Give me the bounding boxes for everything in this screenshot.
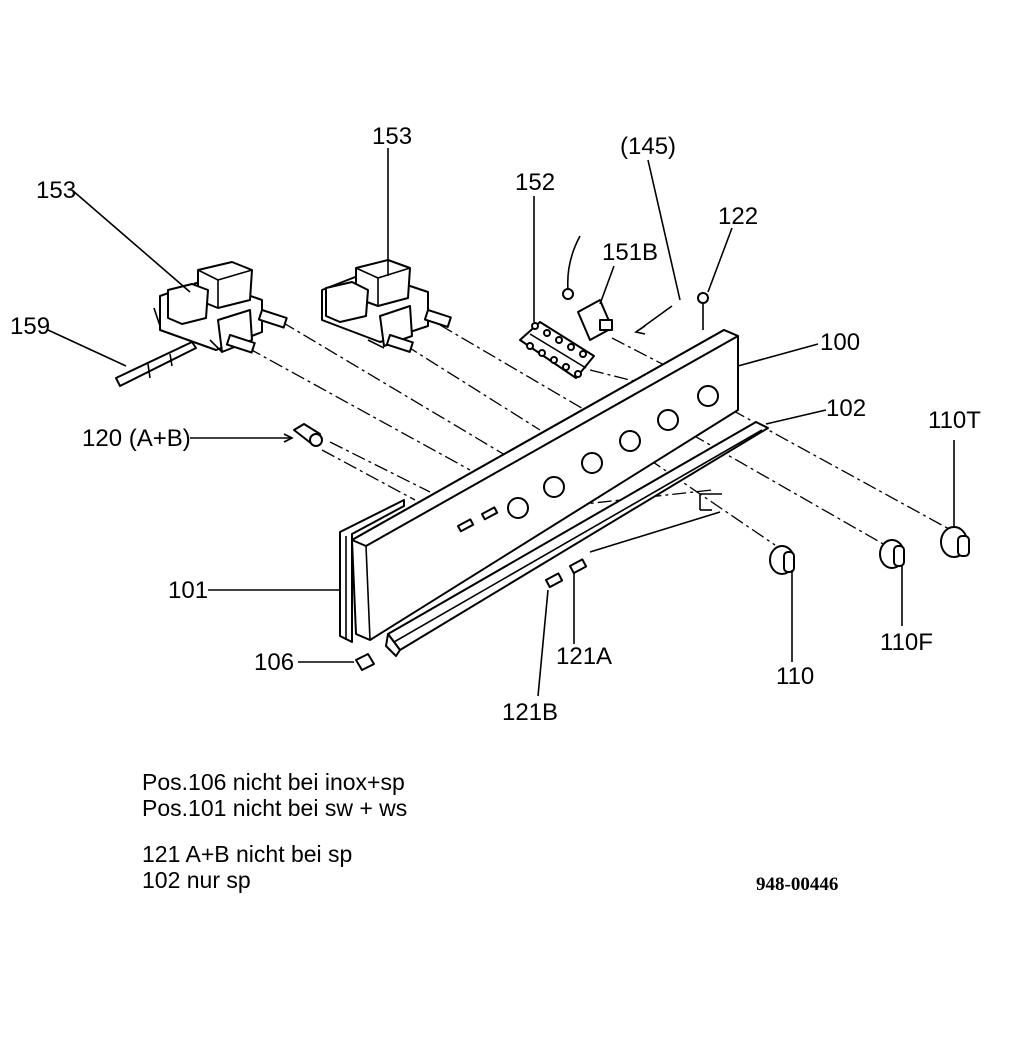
label-159: 159: [10, 313, 50, 340]
label-106: 106: [254, 649, 294, 676]
label-152: 152: [515, 169, 555, 196]
label-110f: 110F: [880, 629, 933, 656]
leader-lines: [47, 148, 955, 697]
screw-122: [697, 292, 709, 330]
drawing-number: 948-00446: [756, 874, 838, 895]
note-line: Pos.101 nicht bei sw + ws: [142, 795, 407, 821]
label-110: 110: [776, 663, 814, 690]
valve-block-middle: [321, 259, 452, 353]
assembly-lines: [247, 321, 961, 553]
terminal-strip-152: [519, 321, 595, 379]
knob-110: [769, 545, 795, 575]
clip-106: [355, 653, 375, 671]
knob-110f: [879, 539, 905, 569]
label-151b: 151B: [602, 239, 658, 266]
label-110t: 110T: [928, 407, 981, 434]
label-153-middle: 153: [372, 123, 412, 150]
label-122: 122: [718, 203, 758, 230]
notes: Pos.106 nicht bei inox+sp Pos.101 nicht …: [142, 769, 407, 893]
part-labels: 153 153 (145) 152 122 151B 159 100 102 1…: [10, 123, 981, 726]
label-120ab: 120 (A+B): [82, 425, 191, 452]
control-panel-100: [351, 329, 739, 641]
note-line: 121 A+B nicht bei sp: [142, 841, 352, 867]
knob-110t: [940, 526, 970, 558]
label-102: 102: [826, 395, 866, 422]
switch-151b: [562, 235, 613, 341]
label-100: 100: [820, 329, 860, 356]
valve-block-left: [153, 261, 288, 354]
trim-strip-102: [385, 421, 769, 657]
label-101: 101: [168, 577, 208, 604]
rail-159: [115, 341, 197, 387]
frame-101: [339, 499, 405, 643]
lamp-120: [293, 423, 323, 447]
note-line: 102 nur sp: [142, 867, 251, 893]
label-121b: 121B: [502, 699, 558, 726]
buttons-121: [544, 558, 588, 589]
label-153-left: 153: [36, 177, 76, 204]
note-line: Pos.106 nicht bei inox+sp: [142, 769, 405, 795]
label-121a: 121A: [556, 643, 612, 670]
label-145: (145): [620, 133, 676, 160]
